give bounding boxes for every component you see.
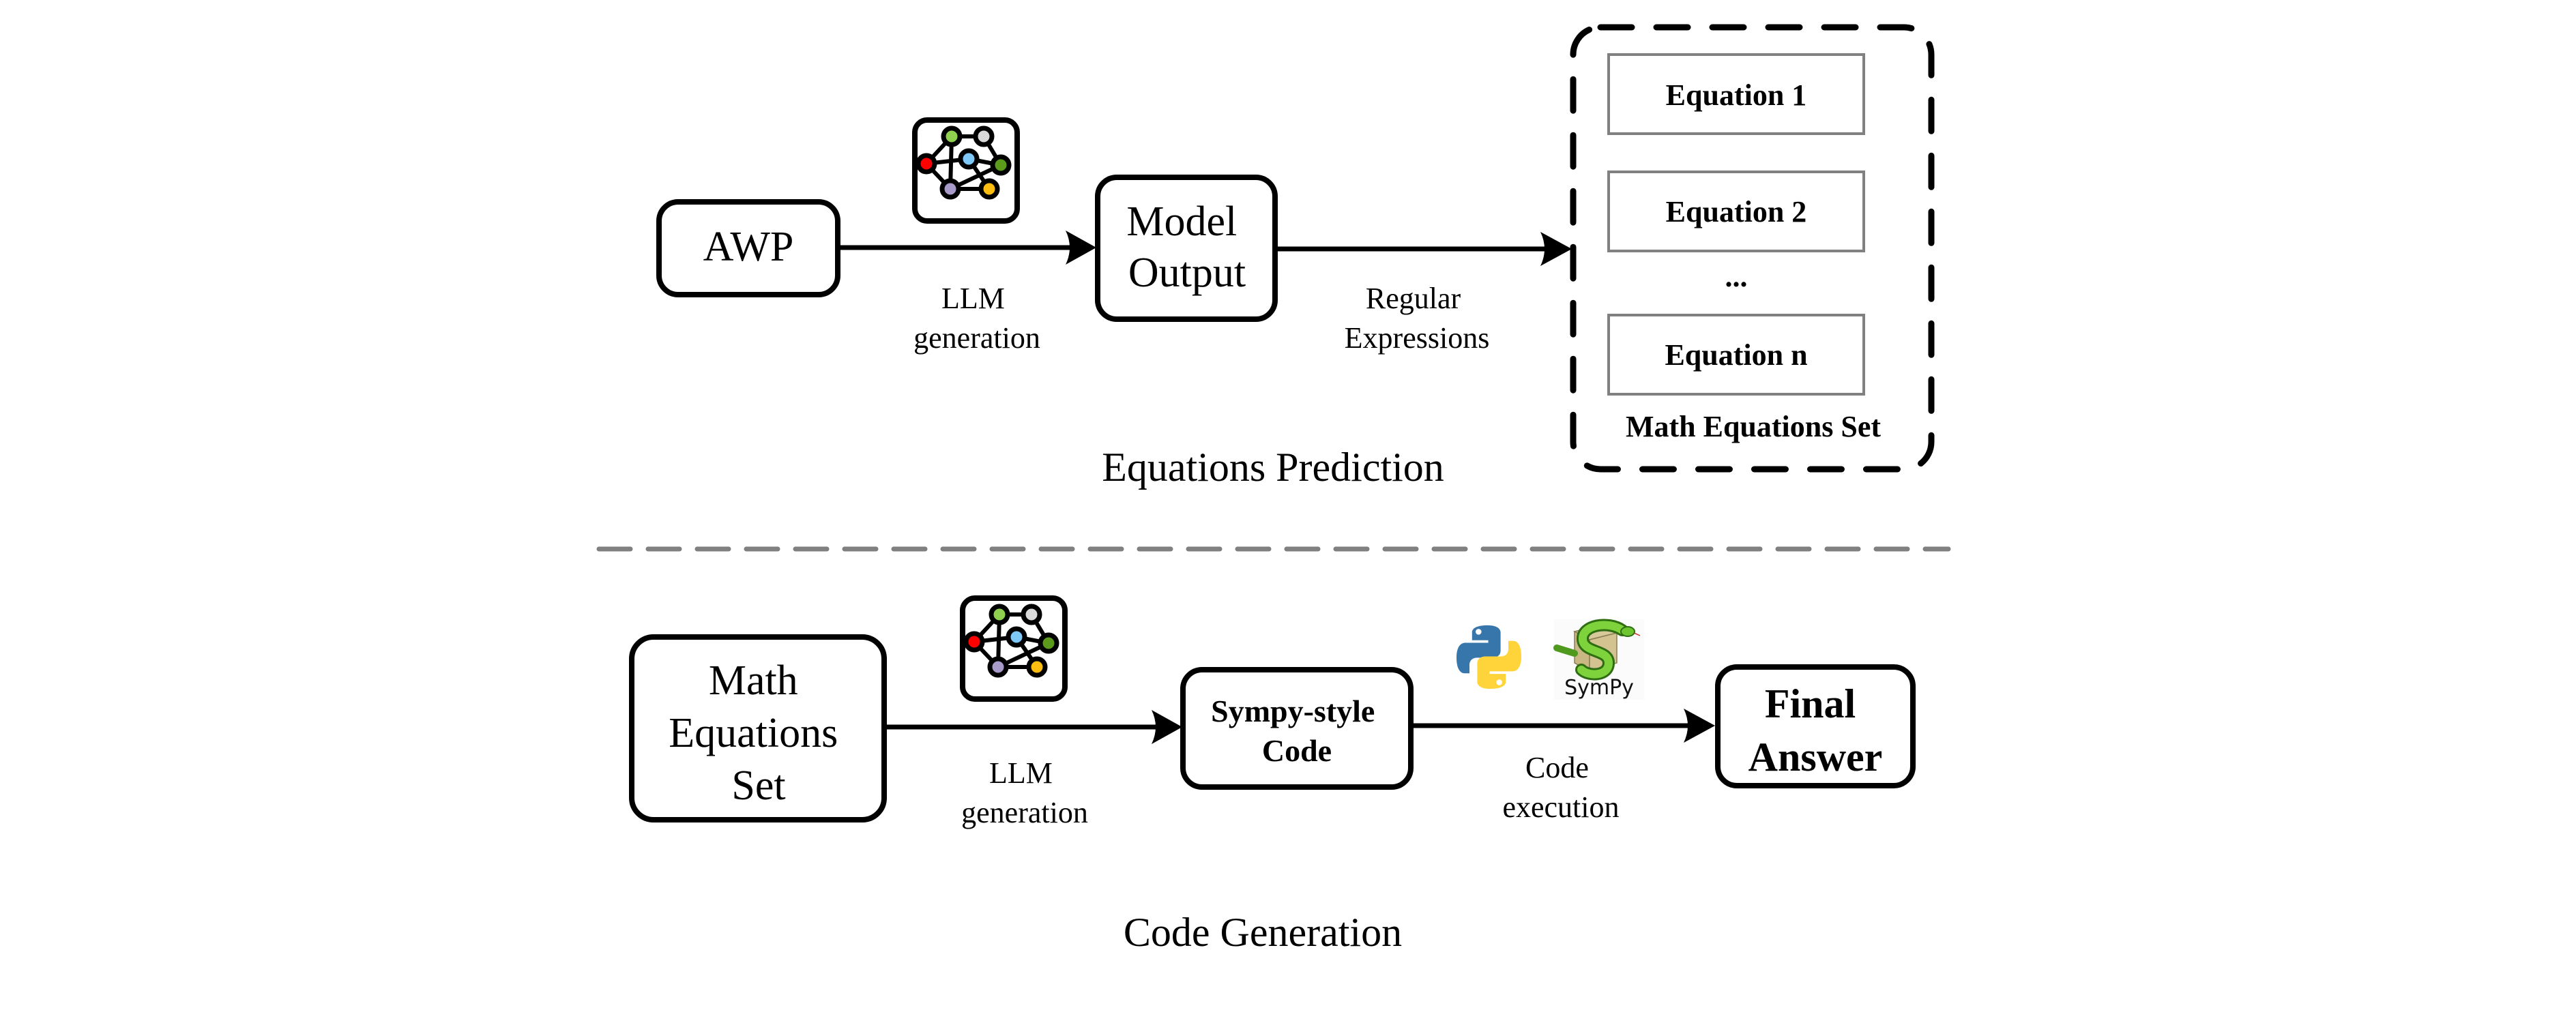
network-node	[1038, 632, 1059, 654]
awp-node: AWP	[656, 199, 840, 297]
llm-network-icon	[960, 595, 1068, 702]
regular-expressions-label: Regular Expressions	[1345, 282, 1490, 355]
final-answer-label: Final Answer	[1748, 681, 1883, 780]
equations-ellipsis: ...	[1725, 260, 1748, 293]
network-node	[1006, 626, 1027, 648]
equations-prediction-section: AWP LLM generation Model Output	[656, 24, 1935, 490]
network-node	[941, 125, 963, 147]
model-output-node: Model Output	[1095, 175, 1278, 322]
network-node	[987, 656, 1009, 678]
network-node	[963, 631, 985, 653]
svg-text:Equation 1: Equation 1	[1666, 78, 1807, 112]
sympy-logo-text: SymPy	[1564, 676, 1634, 700]
math-equations-set-node: Math Equations Set	[629, 634, 887, 822]
arrow-equations-set-to-sympy-code	[886, 710, 1182, 744]
network-node	[989, 604, 1010, 625]
equation-n-box: Equation n	[1607, 314, 1865, 396]
equation-2-box: Equation 2	[1607, 170, 1865, 252]
math-equations-set-node-label: Math Equations Set	[669, 657, 848, 809]
awp-label: AWP	[703, 224, 794, 270]
arrow-awp-to-model-output	[839, 231, 1096, 265]
math-equations-set-caption: Math Equations Set	[1626, 410, 1881, 443]
equation-1-box: Equation 1	[1607, 53, 1865, 135]
llm-network-icon	[912, 117, 1020, 224]
equations-prediction-title: Equations Prediction	[1102, 445, 1444, 490]
network-node	[939, 178, 961, 200]
arrow-sympy-code-to-final-answer	[1411, 709, 1715, 743]
network-node	[1021, 604, 1042, 625]
code-generation-title: Code Generation	[1124, 910, 1402, 955]
arrow-model-output-to-equations-set	[1276, 232, 1572, 266]
network-node	[973, 125, 995, 147]
network-node	[958, 148, 980, 170]
code-execution-label: Code execution	[1502, 751, 1619, 824]
model-output-label: Model Output	[1126, 198, 1247, 296]
svg-text:Equation n: Equation n	[1665, 338, 1807, 372]
sympy-logo-icon: SymPy	[1553, 619, 1644, 700]
code-generation-section: Math Equations Set LLM generation Sympy-…	[629, 595, 1916, 955]
math-equations-set-container: Equation 1 Equation 2 ... Equation n Mat…	[1570, 24, 1935, 473]
sympy-style-code-label: Sympy-style Code	[1211, 694, 1383, 768]
network-node	[1026, 656, 1048, 678]
llm-generation-label-top: LLM generation	[913, 282, 1040, 355]
svg-text:Equation 2: Equation 2	[1666, 195, 1807, 228]
sympy-style-code-node: Sympy-style Code	[1180, 667, 1414, 790]
network-node	[990, 154, 1012, 176]
python-logo-icon	[1457, 625, 1521, 689]
network-node	[916, 153, 937, 175]
network-node	[978, 178, 1000, 200]
llm-generation-label-bottom: LLM generation	[961, 756, 1088, 829]
final-answer-node: Final Answer	[1715, 664, 1916, 788]
